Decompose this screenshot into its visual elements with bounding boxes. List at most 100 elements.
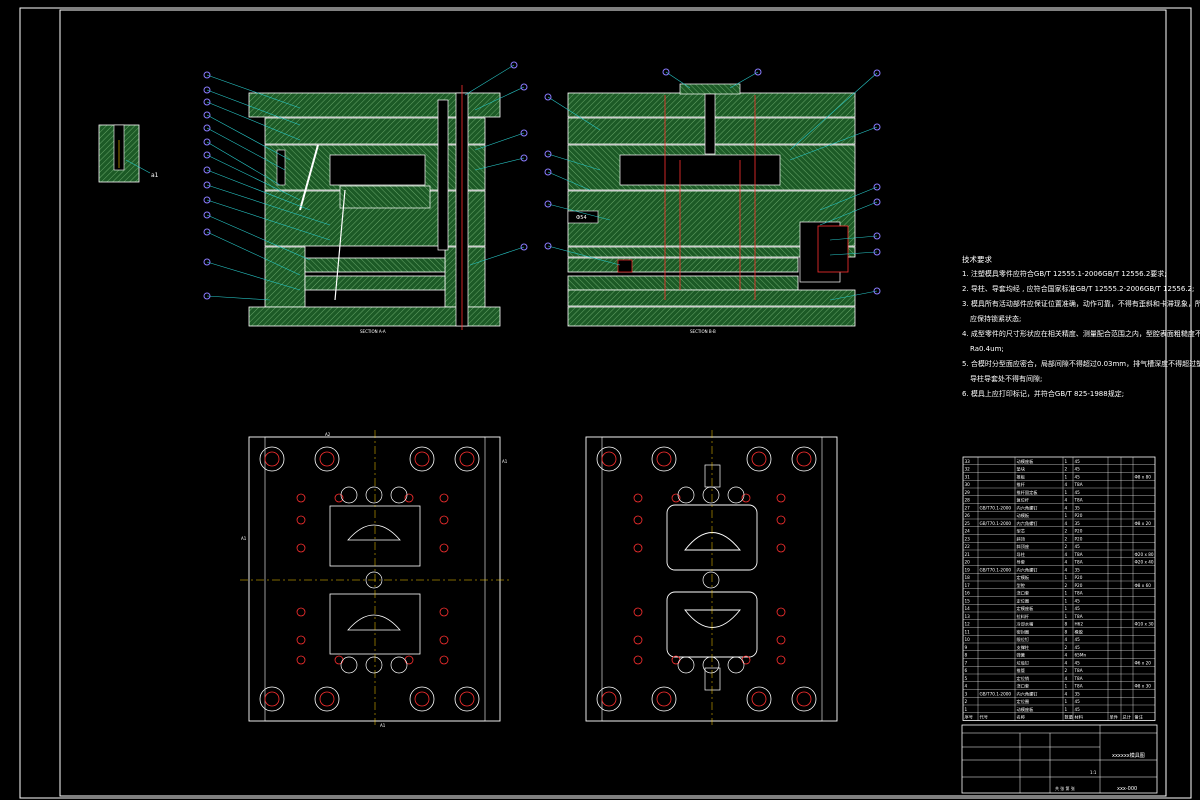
screw-hole	[633, 543, 643, 553]
bom-cell: P20	[1075, 583, 1083, 588]
guide-pin-hole	[796, 691, 812, 707]
guide-pin-hole	[319, 691, 335, 707]
bom-cell: 4	[1065, 560, 1068, 565]
part-balloon	[203, 196, 211, 204]
guide-bore	[651, 686, 677, 712]
bom-cell: 内六角螺钉	[1017, 690, 1039, 697]
guide-bore	[746, 686, 772, 712]
bom-cell: 2	[1065, 645, 1068, 650]
bom-cell: 弹簧	[1017, 652, 1025, 659]
leader-line	[206, 74, 301, 109]
leader-line	[206, 141, 281, 186]
part-balloon	[203, 98, 211, 106]
part-balloon	[873, 183, 881, 191]
bom-cell: 2	[1065, 544, 1068, 549]
bom-header-cell: 序号	[965, 714, 973, 721]
part-balloon	[544, 168, 552, 176]
guide-bore	[791, 686, 817, 712]
bom-cell: T8A	[1074, 560, 1083, 565]
bom-cell: 7	[965, 660, 968, 665]
leader-line	[819, 201, 878, 226]
bom-cell: 限位钉	[1017, 636, 1030, 643]
bom-cell: T8A	[1074, 498, 1083, 503]
guide-bore	[259, 686, 285, 712]
part-balloon	[873, 198, 881, 206]
detail-view: a1	[98, 124, 159, 183]
bom-cell: 拉料杆	[1017, 613, 1030, 620]
part-balloon	[662, 68, 670, 76]
leader-line	[829, 290, 878, 301]
leader-line	[665, 71, 691, 89]
ejector-hole	[340, 656, 358, 674]
bom-cell: 2	[965, 699, 968, 704]
bom-cell: 2	[1065, 583, 1068, 588]
bom-header-cell: 总计	[1123, 714, 1131, 721]
bom-cell: 45	[1075, 699, 1081, 704]
ejector-hole	[677, 486, 695, 504]
leader-line	[547, 96, 601, 131]
bom-cell: 1	[1065, 598, 1068, 603]
bom-cell: Φ10 x 30	[1135, 622, 1154, 627]
bom-cell: 4	[1065, 637, 1068, 642]
guide-pin-hole	[459, 691, 475, 707]
bom-cell: 5	[965, 676, 968, 681]
bom-cell: 1	[1065, 707, 1068, 712]
guide-pin-hole	[264, 451, 280, 467]
screw-hole	[439, 635, 449, 645]
leader-line	[206, 154, 301, 201]
bom-cell: 35	[1075, 691, 1081, 696]
ejector-hole	[365, 571, 383, 589]
bom-cell: 2	[1065, 536, 1068, 541]
part-balloon	[544, 150, 552, 158]
bom-cell: Φ8 x 30	[1135, 684, 1152, 689]
part-balloon	[873, 123, 881, 131]
bom-cell: 14	[965, 606, 971, 611]
bom-cell: 45	[1075, 544, 1081, 549]
part-balloon	[203, 181, 211, 189]
drawing-number: xxx-000	[1117, 786, 1137, 792]
ejector-hole	[727, 486, 745, 504]
section-view-right: Ф54 SECTION B-B	[567, 83, 856, 334]
part-balloon	[544, 200, 552, 208]
part-balloon	[203, 211, 211, 219]
bom-cell: 1	[1065, 614, 1068, 619]
screw-hole	[439, 607, 449, 617]
leader-line	[789, 72, 878, 151]
outer-frame	[19, 7, 1192, 799]
part-balloon	[544, 93, 552, 101]
screw-hole	[439, 493, 449, 503]
bom-cell: T8A	[1074, 591, 1083, 596]
bom-cell: 斜顶座	[1017, 543, 1030, 550]
leader-line	[464, 64, 515, 96]
bom-cell: Φ8 x 80	[1135, 474, 1152, 479]
bom-cell: 支撑柱	[1017, 644, 1030, 651]
bom-cell: 动模座板	[1017, 458, 1035, 465]
guide-pin-hole	[601, 451, 617, 467]
note-item: 3. 模具所有活动部件应保证位置准确，动作可靠，不得有歪斜和卡滞现象，所有紧固件	[962, 300, 1200, 308]
bom-header-cell: 名称	[1017, 714, 1025, 721]
guide-bore	[314, 686, 340, 712]
bom-cell: 型芯	[1017, 528, 1025, 534]
leader-line	[789, 126, 878, 161]
bom-cell: T8A	[1074, 668, 1083, 673]
part-balloon	[520, 154, 528, 162]
bom-cell: 24	[965, 529, 971, 534]
plan-left-marker-1: A1	[502, 459, 508, 464]
bom-cell: Φ20 x 80	[1135, 552, 1154, 557]
leader-line	[729, 71, 759, 89]
screw-hole	[741, 493, 751, 503]
guide-pin-hole	[656, 451, 672, 467]
part-balloons	[203, 61, 881, 301]
bom-cell: 45	[1075, 637, 1081, 642]
bom-cell: 2	[1065, 467, 1068, 472]
bom-cell: 45	[1075, 606, 1081, 611]
guide-pin-hole	[751, 451, 767, 467]
bom-cell: 26	[965, 513, 971, 518]
leader-line	[547, 171, 591, 191]
bom-cell: 推杆固定板	[1017, 489, 1039, 496]
drawing-name: xxxxxx模具图	[1112, 752, 1145, 759]
section-right-label: SECTION B-B	[690, 329, 716, 334]
bom-cell: 定模座板	[1017, 605, 1035, 612]
part-balloon	[873, 69, 881, 77]
ejector-hole	[727, 656, 745, 674]
